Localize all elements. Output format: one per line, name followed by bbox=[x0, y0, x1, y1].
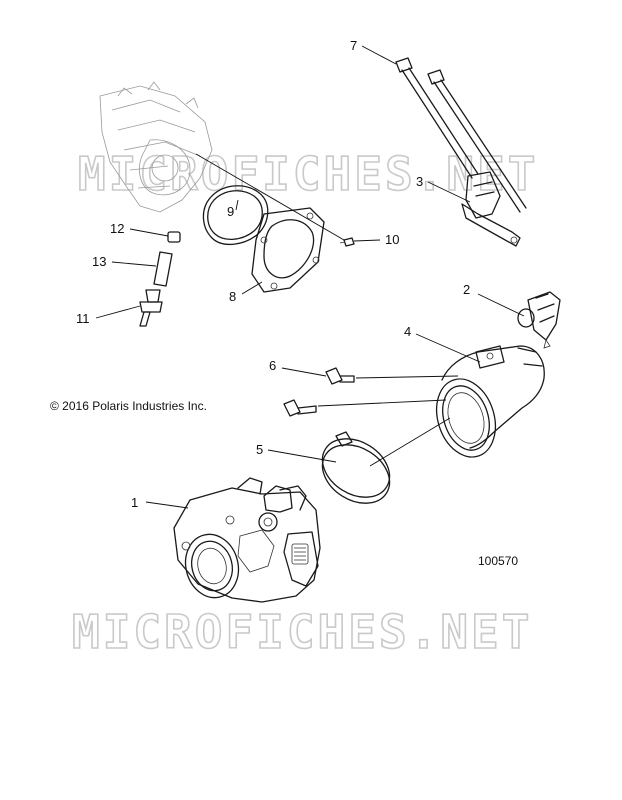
document-number: 100570 bbox=[478, 554, 519, 568]
watermark-bottom: MICROFICHES.NET bbox=[72, 605, 532, 659]
callout-11: 11 bbox=[76, 311, 90, 326]
callout-10: 10 bbox=[385, 232, 399, 247]
callout-4: 4 bbox=[404, 324, 411, 339]
intake-boot bbox=[435, 345, 545, 458]
vent-fitting bbox=[167, 231, 181, 243]
callout-2: 2 bbox=[463, 282, 470, 297]
vent-hose bbox=[153, 251, 173, 287]
hose-clamp bbox=[321, 431, 391, 504]
callout-13: 13 bbox=[92, 254, 106, 269]
callout-5: 5 bbox=[256, 442, 263, 457]
callout-6: 6 bbox=[269, 358, 276, 373]
leader-lines bbox=[95, 45, 525, 509]
engine-context-drawing bbox=[99, 81, 213, 213]
adapter-plate bbox=[251, 207, 325, 293]
screw-small bbox=[339, 237, 355, 247]
callout-labels: 1 2 3 4 5 6 7 8 9 10 11 12 13 bbox=[76, 38, 470, 510]
callout-8: 8 bbox=[229, 289, 236, 304]
callout-12: 12 bbox=[110, 221, 124, 236]
callout-3: 3 bbox=[416, 174, 423, 189]
fuel-injector bbox=[517, 291, 561, 349]
callout-1: 1 bbox=[131, 495, 138, 510]
throttle-body bbox=[173, 477, 321, 603]
bolt-pair bbox=[395, 57, 527, 213]
check-valve bbox=[139, 289, 163, 327]
callout-9: 9 bbox=[227, 204, 234, 219]
copyright-notice: © 2016 Polaris Industries Inc. bbox=[50, 399, 207, 413]
callout-7: 7 bbox=[350, 38, 357, 53]
boot-bolts bbox=[283, 367, 355, 417]
